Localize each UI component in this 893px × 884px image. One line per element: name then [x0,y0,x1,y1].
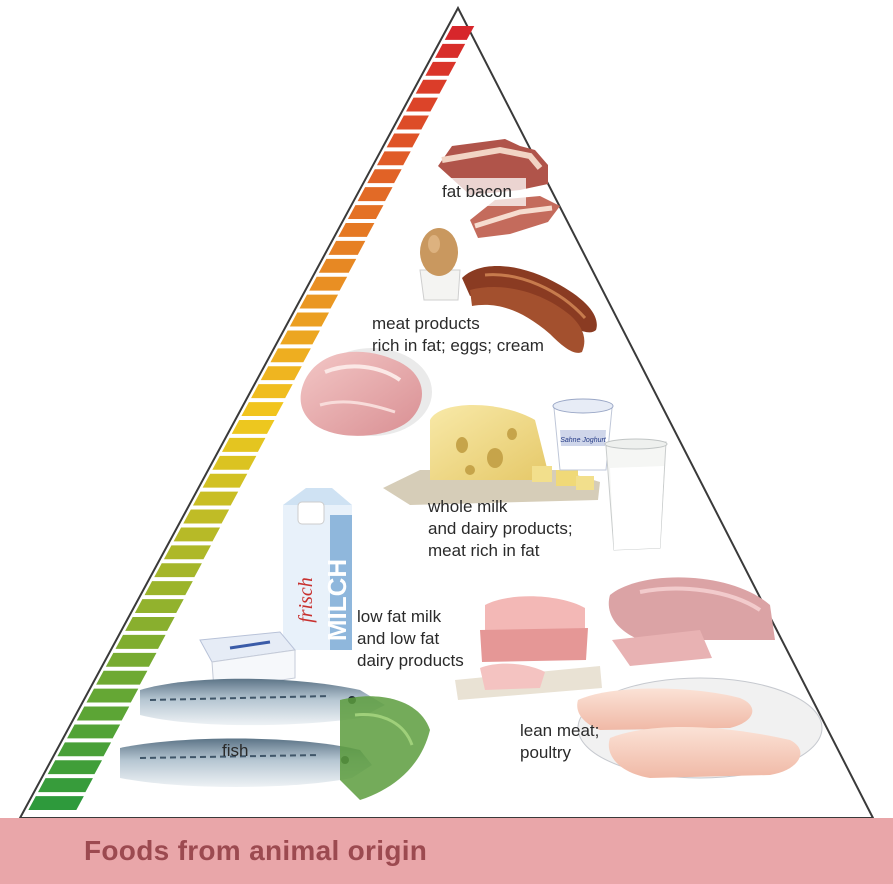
category-banner: Foods from animal origin [0,818,893,884]
label-lean-meat-line-1: lean meat; [520,720,599,742]
label-fish: fish [222,740,248,762]
scale-stripe [154,563,202,577]
label-meat-products-line-2: rich in fat; eggs; cream [372,335,544,357]
banner-title: Foods from animal origin [84,835,427,867]
yogurt-label: Sahne Joghurt [560,437,607,444]
label-whole-milk-line-3: meat rich in fat [428,540,573,562]
scale-stripe [115,635,165,649]
label-low-fat-milk-line-2: and low fat [357,628,464,650]
scale-stripe [145,581,193,595]
milk-glass-image [605,439,667,550]
scale-stripe [125,617,174,631]
milk-carton-brand: MILCH [322,559,352,641]
scale-stripe [203,474,248,488]
scale-stripe [96,671,147,685]
scale-stripe [193,492,238,506]
scale-stripe [135,599,184,613]
scale-stripe [48,760,102,774]
label-whole-milk: whole milk and dairy products; meat rich… [428,496,573,562]
label-low-fat-milk: low fat milk and low fat dairy products [357,606,464,672]
label-meat-products-line-1: meat products [372,313,544,335]
label-low-fat-milk-line-3: dairy products [357,650,464,672]
scale-stripe [38,778,93,792]
scale-stripe [232,420,275,434]
label-fat-bacon: fat bacon [442,181,512,203]
label-meat-products: meat products rich in fat; eggs; cream [372,313,544,357]
chicken-image [577,678,822,778]
scale-stripe [77,707,129,721]
scale-stripe [174,527,220,541]
scale-stripe [222,438,265,452]
label-fat-bacon-line-1: fat bacon [442,181,512,203]
yogurt-image: Sahne Joghurt [553,399,613,470]
scale-stripe [28,796,84,810]
label-whole-milk-line-1: whole milk [428,496,573,518]
scale-stripe [183,510,229,524]
label-lean-meat: lean meat; poultry [520,720,599,764]
milk-carton-script: frisch [295,577,317,623]
label-whole-milk-line-2: and dairy products; [428,518,573,540]
label-lean-meat-line-2: poultry [520,742,599,764]
egg-image [420,228,460,300]
scale-stripe [57,742,111,756]
milk-carton-image: MILCH frisch [283,488,352,650]
scale-stripe [67,724,120,738]
scale-stripe [212,456,256,470]
scale-stripe [86,689,138,703]
scale-stripe [106,653,157,667]
label-fish-line-1: fish [222,740,248,762]
label-low-fat-milk-line-1: low fat milk [357,606,464,628]
scale-stripe [164,545,211,559]
